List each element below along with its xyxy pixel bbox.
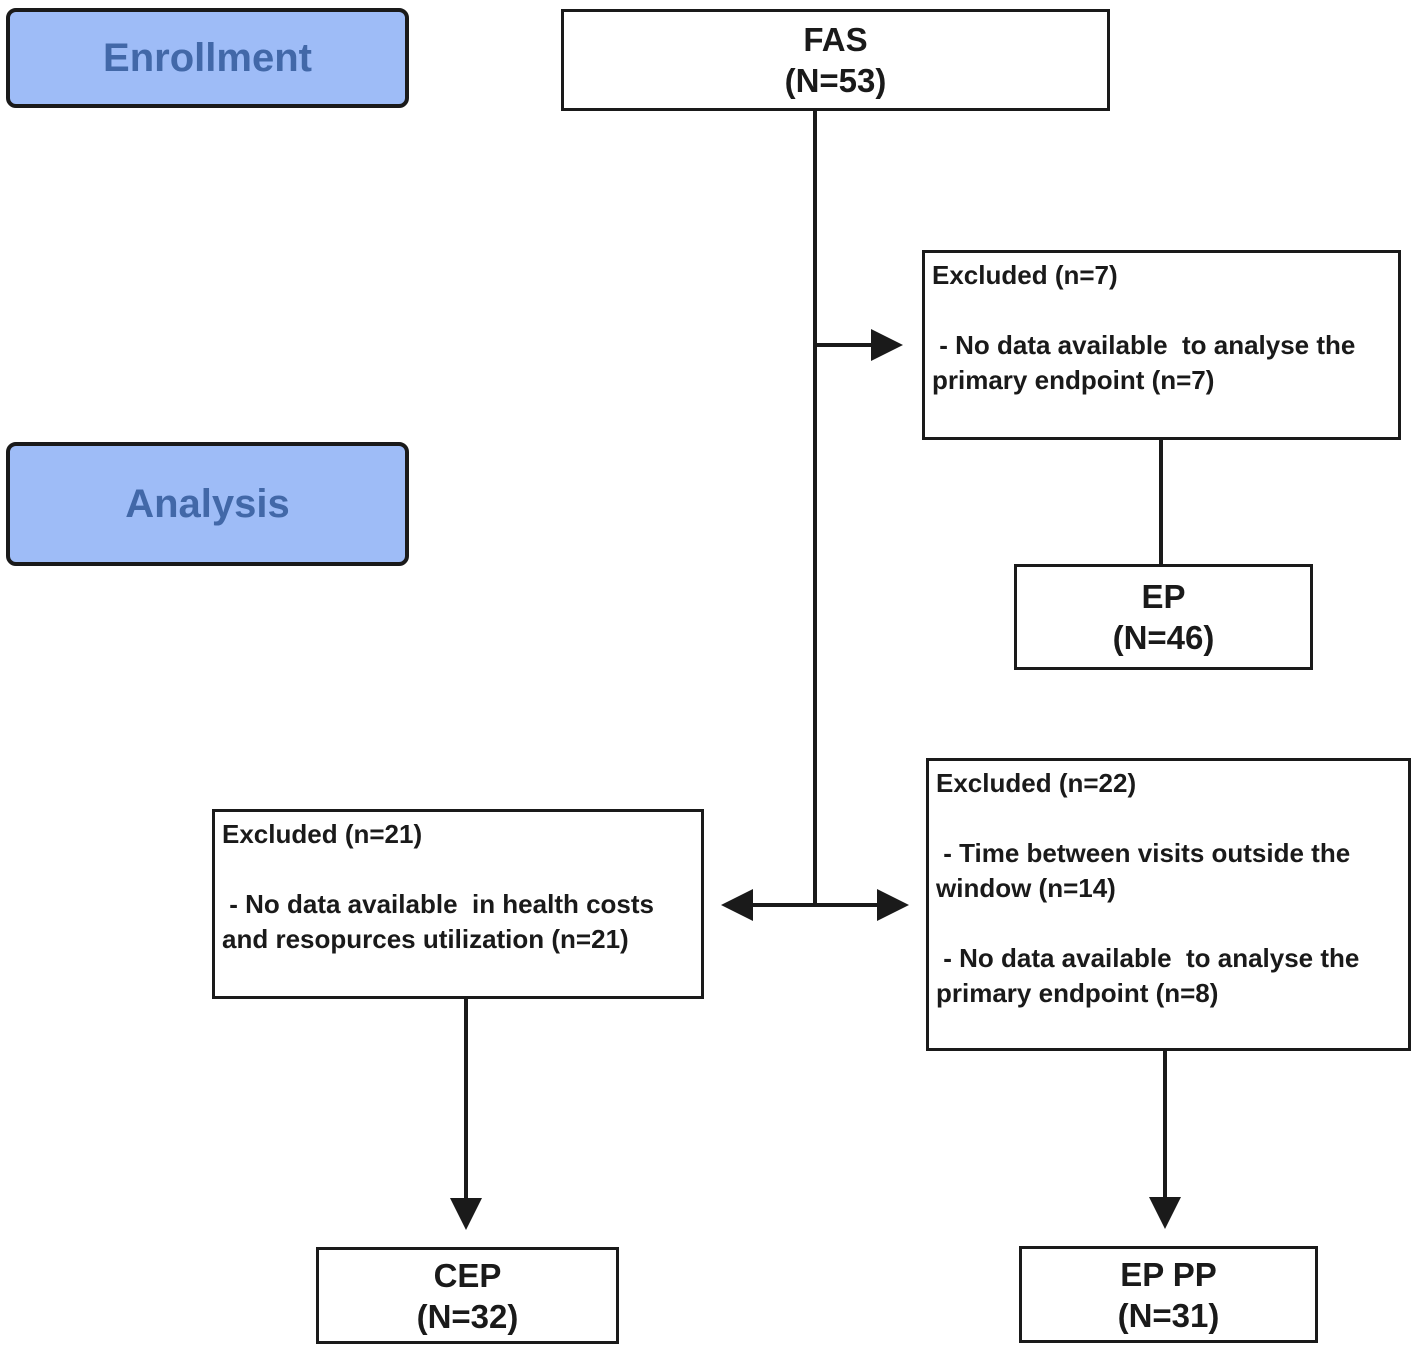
excluded-7-box: Excluded (n=7) - No data available to an… bbox=[922, 250, 1401, 440]
ep-pp-count: (N=31) bbox=[1117, 1296, 1220, 1334]
excluded-7-title: Excluded (n=7) bbox=[932, 260, 1118, 290]
excluded-22-reason2-line1: - No data available to analyse the bbox=[936, 943, 1360, 973]
fas-box: FAS (N=53) bbox=[561, 9, 1110, 111]
excluded-7-reason-line2: primary endpoint (n=7) bbox=[932, 365, 1215, 395]
fas-title: FAS bbox=[803, 21, 868, 58]
cep-box: CEP (N=32) bbox=[316, 1247, 619, 1344]
stage-enrollment: Enrollment bbox=[6, 8, 409, 108]
stage-analysis-label: Analysis bbox=[125, 481, 290, 526]
excluded-21-title: Excluded (n=21) bbox=[222, 819, 423, 849]
fas-count: (N=53) bbox=[784, 62, 887, 99]
ep-box: EP (N=46) bbox=[1014, 564, 1313, 670]
ep-pp-box: EP PP (N=31) bbox=[1019, 1246, 1318, 1343]
ep-pp-title: EP PP bbox=[1120, 1255, 1217, 1293]
excluded-22-box: Excluded (n=22) - Time between visits ou… bbox=[926, 758, 1411, 1051]
excluded-22-reason1-line1: - Time between visits outside the bbox=[936, 838, 1351, 868]
excluded-21-reason-line1: - No data available in health costs bbox=[222, 889, 655, 919]
excluded-22-title: Excluded (n=22) bbox=[936, 768, 1137, 798]
ep-count: (N=46) bbox=[1112, 619, 1215, 656]
excluded-21-box: Excluded (n=21) - No data available in h… bbox=[212, 809, 704, 999]
excluded-22-reason1-line2: window (n=14) bbox=[936, 873, 1116, 903]
excluded-7-reason-line1: - No data available to analyse the bbox=[932, 330, 1356, 360]
excluded-22-reason2-line2: primary endpoint (n=8) bbox=[936, 978, 1219, 1008]
cep-title: CEP bbox=[433, 1256, 502, 1294]
ep-title: EP bbox=[1141, 578, 1186, 615]
excluded-21-reason-line2: and resopurces utilization (n=21) bbox=[222, 924, 629, 954]
stage-analysis: Analysis bbox=[6, 442, 409, 566]
cep-count: (N=32) bbox=[416, 1297, 519, 1335]
stage-enrollment-label: Enrollment bbox=[103, 35, 312, 80]
